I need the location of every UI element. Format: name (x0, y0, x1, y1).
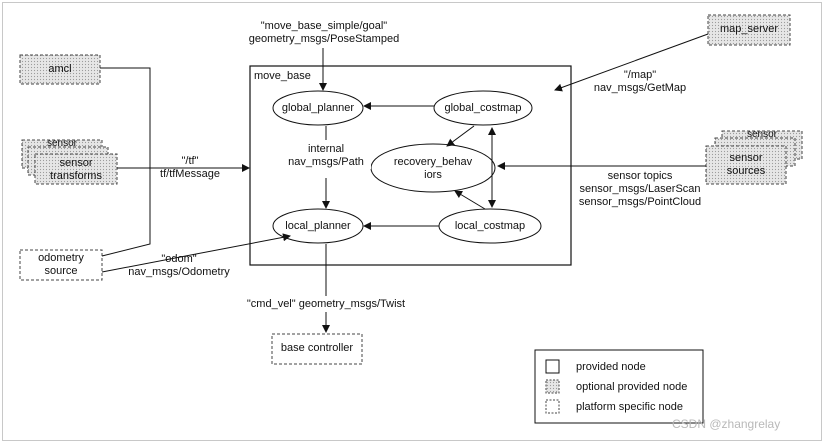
global-costmap-label: global_costmap (444, 102, 522, 114)
sensor-transforms-label: sensor transforms (50, 157, 102, 182)
tf-topic-label: "/tf" (181, 155, 199, 167)
map-server-label: map_server (719, 23, 779, 35)
map-type-label: nav_msgs/GetMap (593, 82, 687, 94)
base-controller-label: base controller (280, 342, 354, 354)
edge-amcl (100, 67, 151, 168)
watermark: CSDN @zhangrelay (672, 417, 781, 431)
sensor-transforms-back-label: sensor (46, 138, 77, 149)
map-server-node (707, 14, 791, 46)
odometry-source-label: odometry source (38, 252, 84, 277)
tf-type-label: tf/tfMessage (160, 168, 220, 180)
legend-box (534, 349, 704, 424)
odometry-source-node (19, 249, 103, 281)
edge-map (554, 33, 709, 92)
edge-gc-rb (446, 125, 475, 147)
goal-type-label: geometry_msgs/PoseStamped (248, 33, 400, 45)
odom-topic-label: "odom" (161, 253, 197, 265)
global-planner-label: global_planner (281, 102, 355, 114)
legend-swatch-optional (545, 379, 560, 394)
sensor-transforms-node (34, 153, 118, 185)
sensor-type1-label: sensor_msgs/LaserScan (579, 183, 701, 195)
map-topic-label: "/map" (623, 69, 657, 81)
local-planner-label: local_planner (285, 220, 351, 232)
diagram-frame (2, 2, 822, 441)
local-costmap-label: local_costmap (454, 220, 526, 232)
edge-odom-tf (101, 168, 151, 257)
recovery-behaviors-label: recovery_behav iors (393, 156, 473, 181)
edge-odom (101, 233, 291, 273)
move-base-label: move_base (254, 70, 311, 82)
base-controller-node (271, 333, 363, 365)
amcl-node (19, 54, 101, 85)
sensor-sources-back-label: sensor (746, 129, 777, 140)
legend-platform-label: platform specific node (576, 401, 683, 413)
global-costmap-node (433, 90, 533, 126)
legend-optional-label: optional provided node (576, 381, 688, 393)
amcl-label: amcl (48, 63, 72, 75)
sensor-type2-label: sensor_msgs/PointCloud (578, 196, 702, 208)
legend-provided-label: provided node (576, 361, 646, 373)
legend-swatch-provided (545, 359, 560, 374)
cmd-vel-label: "cmd_vel" geometry_msgs/Twist (236, 298, 416, 311)
sensor-sources-node (705, 145, 787, 185)
sensor-topic-label: sensor topics (607, 170, 673, 182)
edge-lc-rb (454, 190, 486, 210)
odom-type-label: nav_msgs/Odometry (128, 266, 230, 278)
sensor-sources-label: sensor sources (726, 152, 766, 177)
internal-topic-label: internal (281, 143, 371, 156)
goal-topic-label: "move_base_simple/goal" (260, 20, 388, 32)
internal-type-label: nav_msgs/Path (281, 156, 371, 169)
legend-swatch-platform (545, 399, 560, 414)
